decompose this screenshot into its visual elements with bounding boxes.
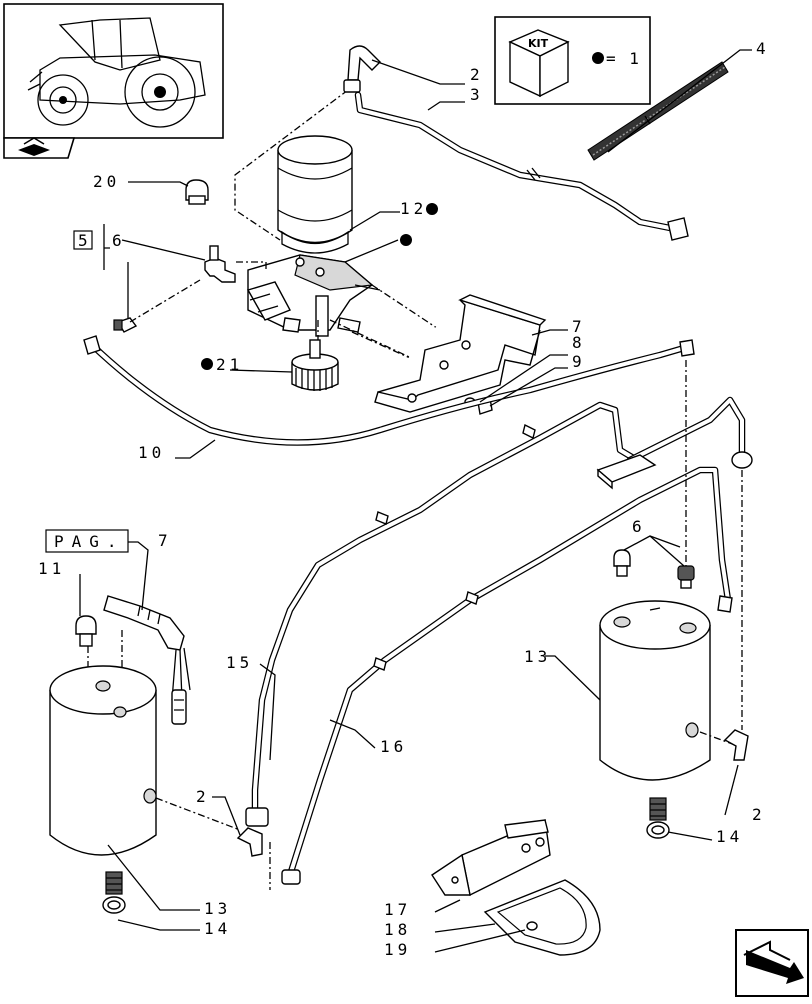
- callout-2-right: 2: [752, 805, 766, 824]
- callout-13-right: 13: [524, 647, 551, 666]
- filter-cartridge: [277, 135, 353, 254]
- bolt-6-right-b: [677, 565, 695, 589]
- pipe-16: [281, 466, 733, 885]
- elbow-2-right: [723, 729, 749, 761]
- next-page-arrow-icon[interactable]: [735, 929, 809, 997]
- callout-5-box: 5: [73, 230, 93, 250]
- pag-label: PAG.: [54, 532, 125, 551]
- callout-14-left: 14: [204, 919, 231, 938]
- callout-7-pag: 7: [158, 531, 172, 550]
- elbow-fitting-top: [343, 45, 381, 93]
- kit-dot-valve: [400, 234, 412, 246]
- kit-dot-icon: [592, 52, 604, 64]
- callout-18: 18: [384, 920, 411, 939]
- callout-6-left: 6: [112, 231, 126, 250]
- callout-9: 9: [572, 352, 586, 371]
- pipe-3: [354, 91, 689, 241]
- book-icon: [18, 137, 50, 156]
- tank-strap-18: [483, 879, 601, 956]
- callout-11: 11: [38, 559, 65, 578]
- callout-12: 12: [400, 199, 427, 218]
- pag-reference-box[interactable]: PAG.: [45, 529, 129, 553]
- kit-legend: KIT = 1: [494, 16, 651, 105]
- pipe-clip-plate: [596, 454, 657, 490]
- pipe-loop-right: [626, 396, 753, 469]
- elbow-2-left: [236, 827, 263, 857]
- tee-fitting: [204, 245, 236, 283]
- cap-20: [185, 179, 209, 205]
- callout-19: 19: [384, 940, 411, 959]
- callout-13-left: 13: [204, 899, 231, 918]
- bolt-6-right-a: [613, 549, 631, 577]
- air-dryer-valve: [246, 254, 381, 337]
- callout-17: 17: [384, 900, 411, 919]
- callout-14-right: 14: [716, 827, 743, 846]
- pipe-10: [83, 335, 695, 446]
- callout-4: 4: [756, 39, 770, 58]
- kit-cube-icon: [508, 29, 570, 98]
- callout-7: 7: [572, 317, 586, 336]
- kit-legend-text: = 1: [606, 49, 641, 68]
- callout-10: 10: [138, 443, 165, 462]
- callout-8: 8: [572, 333, 586, 352]
- callout-16: 16: [380, 737, 407, 756]
- callout-21: 21: [216, 355, 243, 374]
- callout-2-top: 2: [470, 65, 484, 84]
- drain-valve-14-right: [646, 797, 670, 839]
- callout-15: 15: [226, 653, 253, 672]
- callout-6-right: 6: [632, 517, 646, 536]
- tank-bracket-17: [431, 819, 551, 897]
- kit-dot-21: [201, 358, 213, 370]
- pipe-15: [245, 401, 644, 827]
- harness-connector: [103, 595, 191, 725]
- leader-lines: [79, 49, 752, 953]
- bolt-11: [75, 615, 97, 647]
- kit-dot-12: [426, 203, 438, 215]
- air-tank-left: [49, 665, 157, 856]
- kit-label: KIT: [528, 37, 549, 50]
- callout-3: 3: [470, 85, 484, 104]
- callout-20: 20: [93, 172, 120, 191]
- bracket-7: [374, 294, 547, 413]
- air-tank-right: [599, 600, 711, 781]
- tractor-thumbnail-icon[interactable]: [3, 3, 224, 159]
- callout-2-left: 2: [196, 787, 210, 806]
- drain-knob-21: [291, 339, 339, 391]
- callout-5: 5: [78, 231, 92, 250]
- drain-valve-14-left: [102, 871, 126, 914]
